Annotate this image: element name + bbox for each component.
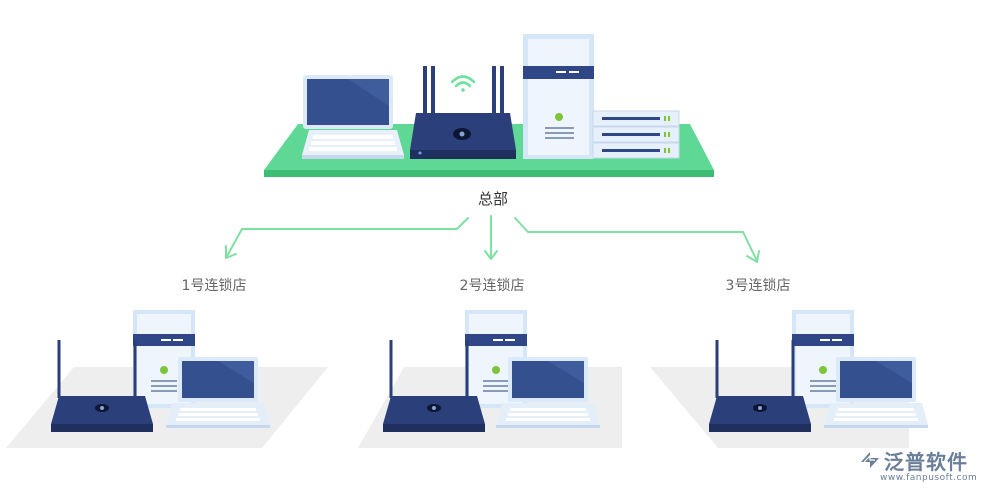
headquarters-label: 总部 bbox=[477, 190, 509, 208]
hq-laptop bbox=[302, 75, 404, 159]
brand-watermark: 泛普软件 www.fanpusoft.com bbox=[858, 446, 982, 486]
brand-url: www.fanpusoft.com bbox=[880, 473, 978, 483]
arrow-to-store-1 bbox=[225, 217, 469, 259]
wifi-icon bbox=[450, 75, 476, 92]
brand-name: 泛普软件 bbox=[884, 450, 968, 474]
store-3-label: 3号连锁店 bbox=[725, 278, 791, 294]
hq-router bbox=[410, 66, 516, 159]
brand-logo-icon bbox=[861, 452, 879, 468]
hq-rack-servers bbox=[592, 110, 680, 159]
store-1-label: 1号连锁店 bbox=[181, 278, 247, 294]
hq-server bbox=[523, 34, 594, 159]
arrow-to-store-3 bbox=[514, 217, 758, 262]
store-2-label: 2号连锁店 bbox=[459, 278, 525, 294]
connection-arrows bbox=[225, 215, 760, 263]
